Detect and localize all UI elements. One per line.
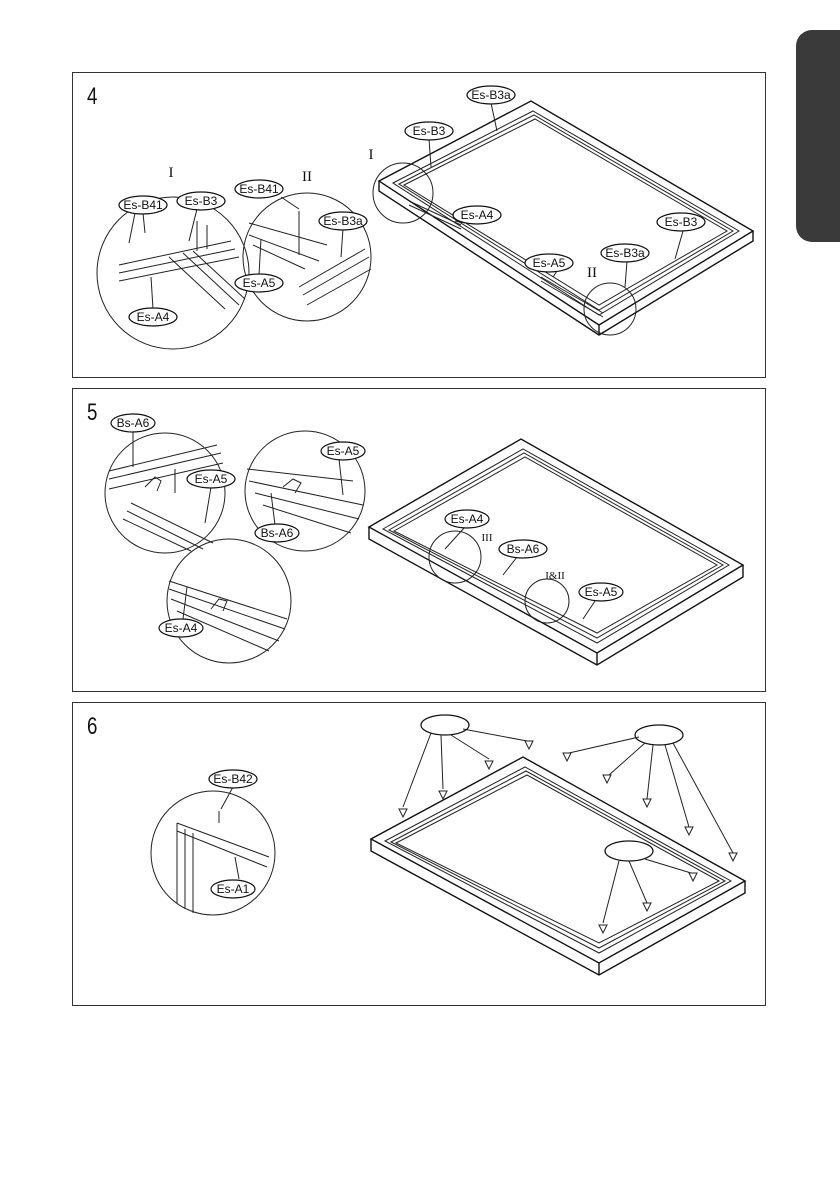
step-5-diagram: III I&II Es-A4 Bs-A6 Es-A5 <box>73 389 767 693</box>
callout-es-a1: Es-A1 <box>211 857 255 898</box>
svg-text:Es-A5: Es-A5 <box>327 444 360 458</box>
callout-es-a5-d2: Es-A5 <box>321 442 365 495</box>
callout-es-a5-main: Es-A5 <box>525 254 573 277</box>
svg-text:Es-A4: Es-A4 <box>165 621 198 635</box>
callout-es-b41-d1: Es-B41 <box>119 196 167 243</box>
marker-i-ii: I&II <box>545 570 565 582</box>
callout-bs-a6-d1: Bs-A6 <box>111 414 155 467</box>
svg-text:Es-B3a: Es-B3a <box>323 214 363 228</box>
svg-text:Bs-A6: Bs-A6 <box>261 526 294 540</box>
step-6-panel: 6 <box>72 702 766 1006</box>
svg-text:Es-B3: Es-B3 <box>665 215 698 229</box>
marker-detail-ii: II <box>302 169 312 185</box>
svg-text:Es-A4: Es-A4 <box>137 310 170 324</box>
detail-circle-ii <box>584 283 636 335</box>
svg-text:Bs-A6: Bs-A6 <box>117 416 150 430</box>
screw-group-left <box>399 715 533 817</box>
callout-es-a5-d2: Es-A5 <box>235 239 283 292</box>
svg-text:Es-A5: Es-A5 <box>195 472 228 486</box>
callout-es-a5-d1: Es-A5 <box>187 470 235 523</box>
svg-text:Es-B3a: Es-B3a <box>471 88 511 102</box>
callout-es-a4-d1: Es-A4 <box>129 277 177 326</box>
svg-text:Es-B41: Es-B41 <box>239 182 279 196</box>
step-6-diagram: Es-B42 Es-A1 <box>73 703 767 1007</box>
marker-detail-i: I <box>169 165 174 181</box>
svg-text:Es-A4: Es-A4 <box>461 208 494 222</box>
svg-text:Es-B3: Es-B3 <box>413 124 446 138</box>
svg-text:Es-A5: Es-A5 <box>243 276 276 290</box>
screw-group-bottom <box>599 841 697 933</box>
main-frame <box>369 439 743 665</box>
section-tab <box>796 30 840 242</box>
svg-text:Es-B3a: Es-B3a <box>605 246 645 260</box>
main-frame <box>371 757 745 975</box>
step-5-panel: 5 III I&II Es-A4 Bs-A6 Es-A5 <box>72 388 766 692</box>
callout-bs-a6-d2: Bs-A6 <box>255 493 299 542</box>
svg-text:Es-A5: Es-A5 <box>533 256 566 270</box>
step-4-panel: 4 I II Es-B3a Es-B3 <box>72 72 766 378</box>
marker-iii: III <box>482 532 493 544</box>
svg-text:Bs-A6: Bs-A6 <box>507 542 540 556</box>
screw-group-right <box>563 725 737 861</box>
svg-text:Es-A5: Es-A5 <box>585 585 618 599</box>
svg-text:Es-A4: Es-A4 <box>451 512 484 526</box>
svg-text:Es-B41: Es-B41 <box>123 198 163 212</box>
svg-text:Es-B3: Es-B3 <box>185 194 218 208</box>
callout-es-a5-main: Es-A5 <box>579 583 623 619</box>
callout-bs-a6-main: Bs-A6 <box>499 540 547 575</box>
callout-es-b3a-d2: Es-B3a <box>319 212 367 257</box>
svg-text:Es-B42: Es-B42 <box>213 772 253 786</box>
svg-text:Es-A1: Es-A1 <box>217 882 250 896</box>
detail-corner-view <box>151 791 275 915</box>
marker-main-i: I <box>369 147 374 163</box>
detail-i-view <box>97 197 249 349</box>
marker-main-ii: II <box>587 265 597 281</box>
callout-es-a4-d3: Es-A4 <box>159 587 203 637</box>
step-4-diagram: I II Es-B3a Es-B3 Es-A4 Es-B3 Es-A5 <box>73 73 767 379</box>
callout-es-a4-main: Es-A4 <box>453 206 501 224</box>
detail-a6-view <box>105 433 225 553</box>
callout-es-b41-d2: Es-B41 <box>235 180 299 209</box>
callout-es-b3-d1: Es-B3 <box>177 192 225 241</box>
